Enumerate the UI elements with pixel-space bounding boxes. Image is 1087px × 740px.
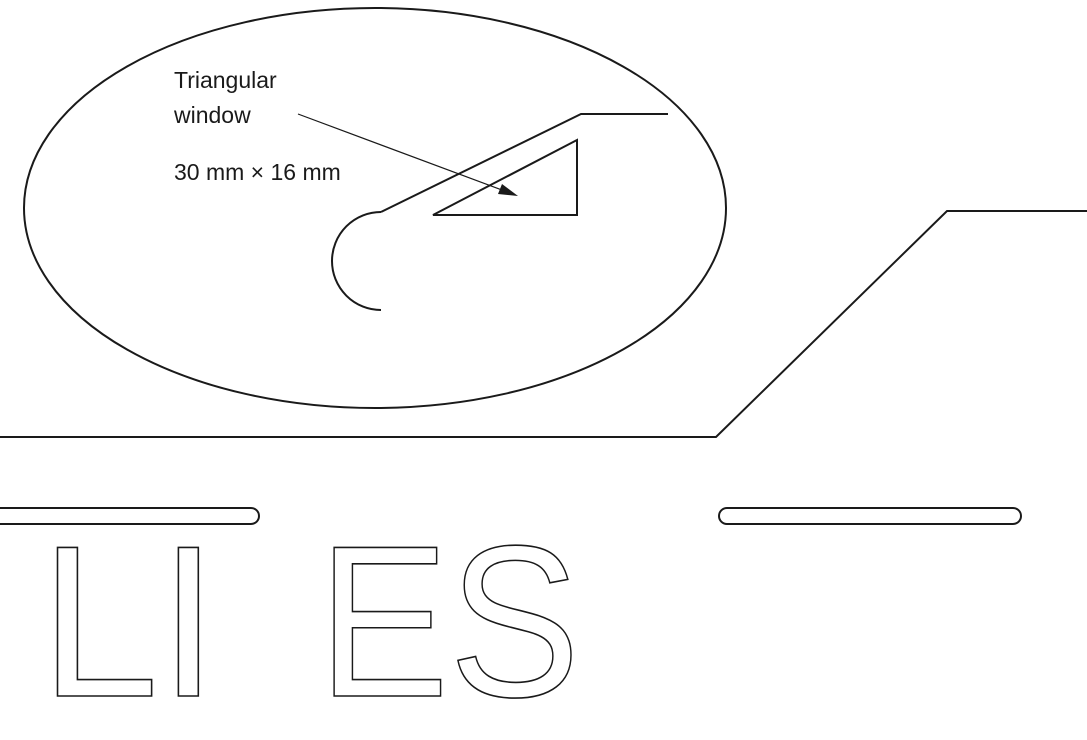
callout-label-line1: Triangular xyxy=(174,67,277,93)
hanger-slot-edge xyxy=(380,113,668,213)
slot-right xyxy=(718,507,1022,525)
outline-lettering-right: ES xyxy=(318,500,580,740)
detail-callout-ellipse xyxy=(23,7,727,409)
slot-left xyxy=(0,507,260,525)
outline-lettering-left: LI xyxy=(40,500,218,740)
dimension-label: 30 mm × 16 mm xyxy=(174,159,341,185)
callout-label-line2: window xyxy=(173,102,251,128)
hanger-slot-arc xyxy=(331,211,382,311)
leader-arrowhead xyxy=(498,184,518,196)
part-outline xyxy=(0,210,1087,438)
triangular-window xyxy=(432,138,578,216)
leader-line xyxy=(297,113,511,194)
